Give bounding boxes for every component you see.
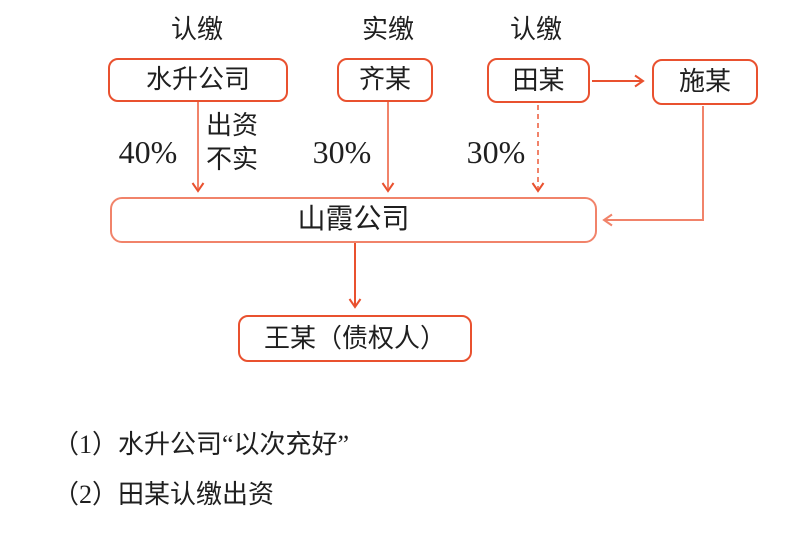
note-1: （1）水升公司“以次充好”	[53, 430, 350, 459]
label-capital-contribution-defect: 出资 不实	[206, 109, 258, 177]
label-capital-defect-line2: 不实	[206, 145, 259, 174]
label-40-percent: 40%	[118, 134, 178, 170]
box-shanxia-company: 山霞公司	[110, 197, 597, 243]
label-subscribed-shuisheng: 认缴	[170, 15, 224, 44]
label-30-percent-qi: 30%	[312, 134, 372, 170]
label-subscribed-tian: 认缴	[509, 15, 563, 44]
connector-shi-to-shanxia-elbow	[602, 106, 704, 227]
label-30-percent-tian: 30%	[466, 134, 526, 170]
box-tian: 田某	[487, 58, 590, 103]
box-qi: 齐某	[337, 58, 433, 102]
box-wang-creditor: 王某（债权人）	[238, 315, 472, 362]
box-shuisheng-company: 水升公司	[108, 58, 288, 102]
label-capital-defect-line1: 出资	[206, 111, 259, 140]
box-shi: 施某	[652, 59, 758, 105]
label-paid-in-qi: 实缴	[361, 15, 415, 44]
note-2: （2）田某认缴出资	[53, 480, 275, 509]
